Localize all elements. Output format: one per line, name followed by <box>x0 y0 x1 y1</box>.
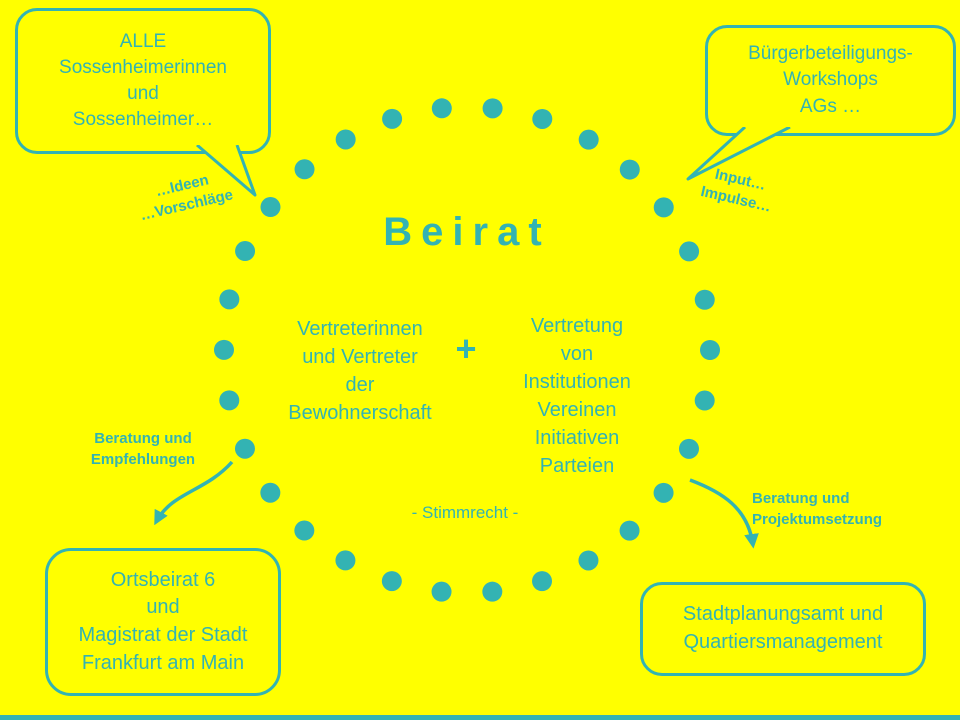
curved-arrow-left-icon <box>154 460 234 526</box>
bubble-tail-left-icon <box>196 145 257 197</box>
members-right-text: Vertretung von Institutionen Vereinen In… <box>523 315 631 477</box>
plus-icon: + <box>455 328 477 369</box>
voting-note: - Stimmrecht - <box>411 503 519 522</box>
diagram-title: Beirat <box>383 210 551 254</box>
bubble-tail-right-icon <box>686 127 791 181</box>
dotted-circle <box>214 97 720 603</box>
box-stadtplanungsamt: Stadtplanungsamt und Quartiersmanagement <box>640 582 926 676</box>
members-left-text: Vertreterinnen und Vertreter der Bewohne… <box>288 318 432 424</box>
box-ortsbeirat-magistrat: Ortsbeirat 6 und Magistrat der Stadt Fra… <box>45 548 281 696</box>
bottom-border <box>0 715 960 720</box>
bubble-alle-sossenheimer: ALLE Sossenheimerinnen und Sossenheimer… <box>15 8 271 154</box>
bubble-workshops: Bürgerbeteiligungs- Workshops AGs … <box>705 25 956 136</box>
label-beratung-projektumsetzung: Beratung und Projektumsetzung <box>752 490 883 528</box>
label-beratung-empfehlungen: Beratung und Empfehlungen <box>90 430 196 468</box>
curved-arrow-right-icon <box>689 478 759 549</box>
